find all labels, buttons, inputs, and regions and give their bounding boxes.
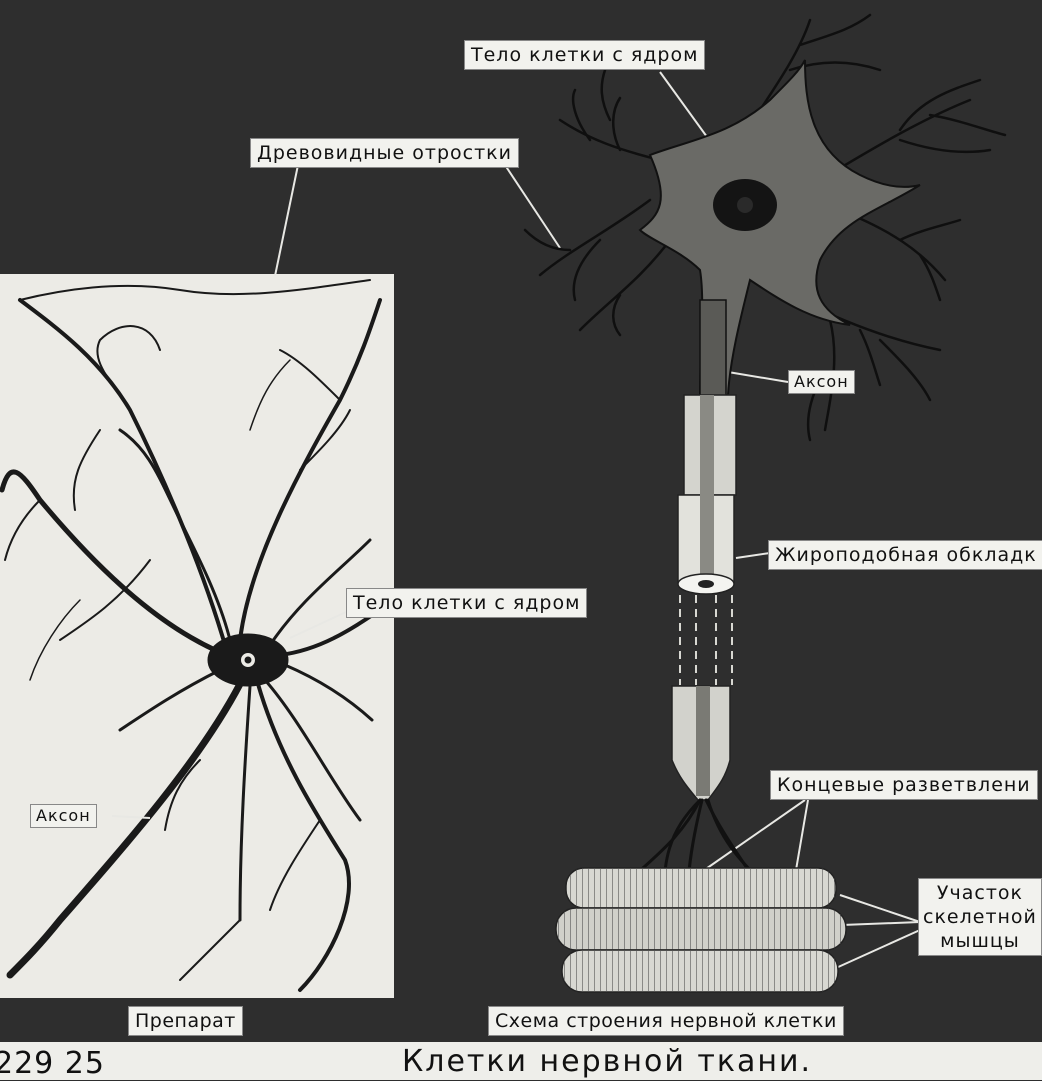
label-cell-body-left: Тело клетки с ядром [346, 588, 588, 618]
axon-trunk [699, 299, 727, 401]
stained-neuron-drawing [0, 279, 382, 992]
label-muscle: Участок скелетной мышцы [918, 878, 1042, 956]
slide-title: Клетки нервной ткани. [402, 1044, 812, 1079]
label-myelin: Жироподобная обкладк [768, 540, 1042, 570]
caption-preparation: Препарат [128, 1006, 243, 1036]
label-axon-right: Аксон [788, 370, 855, 394]
caption-scheme: Схема строения нервной клетки [488, 1006, 844, 1036]
label-muscle-line-2: скелетной [923, 906, 1037, 928]
label-axon-left: Аксон [30, 804, 97, 828]
preparation-panel [0, 274, 394, 998]
plate-number: 229 25 [0, 1046, 105, 1081]
label-endings: Концевые разветвлени [770, 770, 1038, 800]
footer-strip [0, 1042, 1042, 1080]
label-dendrites: Древовидные отростки [250, 138, 519, 168]
label-muscle-line-1: Участок [936, 882, 1023, 904]
label-muscle-line-3: мышцы [940, 930, 1020, 952]
skeletal-muscle-fibers [555, 867, 847, 993]
schematic-neuron [523, 13, 1007, 993]
label-cell-body-top: Тело клетки с ядром [464, 40, 706, 70]
